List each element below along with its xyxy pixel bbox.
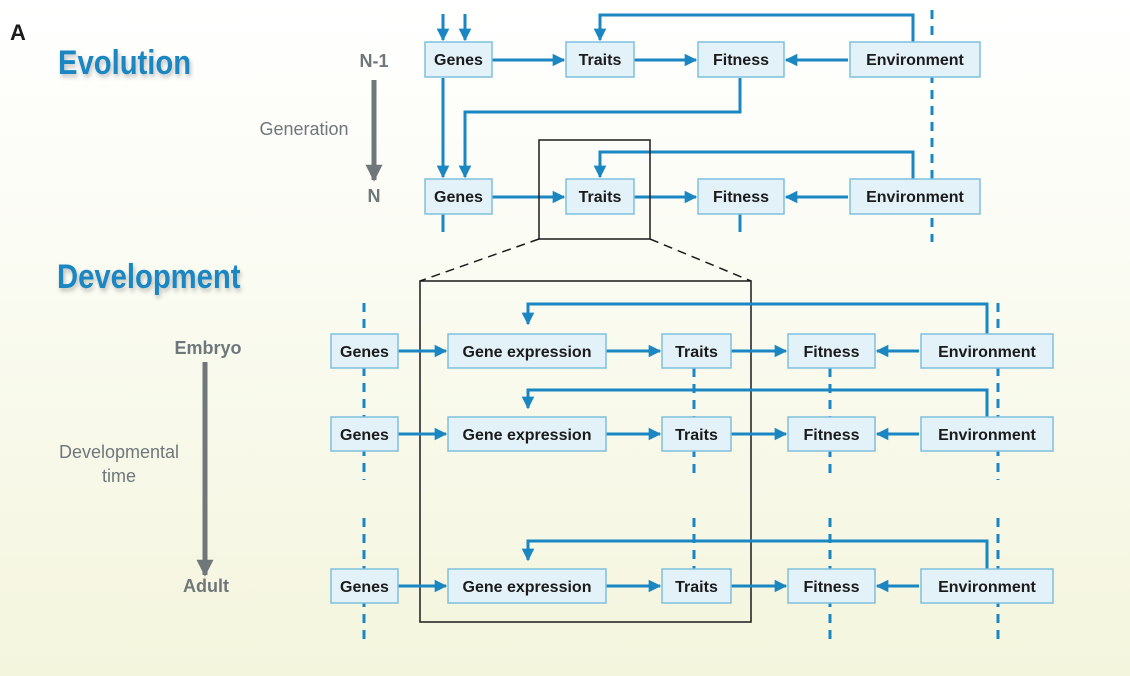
node-genes [424,41,493,78]
node-gene-expression [447,416,607,452]
zoom-target-frame [419,280,752,623]
node-traits [661,333,732,369]
node-traits [565,41,635,78]
node-traits-label: Traits [579,189,622,206]
node-genes-label: Genes [340,579,389,596]
node-environment [920,416,1054,452]
node-fitness [787,333,876,369]
node-environment [920,333,1054,369]
evolution-row-n: Genes Traits Fitness Environment [424,178,981,215]
node-fitness [787,416,876,452]
generation-n-label: N [368,186,381,206]
development-row-adult: Genes Gene expression Traits Fitness Env… [330,539,1054,604]
node-environment [920,568,1054,604]
node-genes [330,416,399,452]
development-title: Development [57,257,241,296]
node-environment-label: Environment [866,189,964,206]
zoom-guide-left [419,238,540,282]
node-genes [330,568,399,604]
node-gene-expression-label: Gene expression [463,579,592,596]
node-gene-expression-label: Gene expression [463,427,592,444]
node-traits [565,178,635,215]
developmental-time-label-line2: time [102,466,136,486]
node-genes-label: Genes [340,427,389,444]
node-traits-label: Traits [675,344,718,361]
node-environment-label: Environment [866,52,964,69]
generation-n-minus-1-label: N-1 [359,51,388,71]
node-traits [661,568,732,604]
node-gene-expression-label: Gene expression [463,344,592,361]
node-traits-label: Traits [675,427,718,444]
node-traits [661,416,732,452]
node-gene-expression [447,333,607,369]
node-fitness-label: Fitness [803,579,859,596]
development-row-middle: Genes Gene expression Traits Fitness Env… [330,388,1054,452]
node-environment-label: Environment [938,579,1036,596]
node-gene-expression [447,568,607,604]
node-genes [424,178,493,215]
node-fitness-label: Fitness [803,427,859,444]
node-genes-label: Genes [340,344,389,361]
node-genes-label: Genes [434,52,483,69]
node-fitness-label: Fitness [713,52,769,69]
node-traits-label: Traits [579,52,622,69]
node-genes [330,333,399,369]
adult-label: Adult [183,576,229,596]
node-environment [849,178,981,215]
node-fitness [697,178,785,215]
development-row-embryo: Genes Gene expression Traits Fitness Env… [330,302,1054,369]
node-environment-label: Environment [938,427,1036,444]
zoom-guide-right [649,238,752,282]
node-environment [849,41,981,78]
developmental-time-label-line1: Developmental [59,442,179,462]
node-fitness [787,568,876,604]
node-fitness [697,41,785,78]
node-traits-label: Traits [675,579,718,596]
node-environment-label: Environment [938,344,1036,361]
node-fitness-label: Fitness [803,344,859,361]
zoom-source-frame [538,139,651,240]
embryo-label: Embryo [174,338,241,358]
generation-axis-label: Generation [259,119,348,139]
node-fitness-label: Fitness [713,189,769,206]
evolution-connectors [436,10,934,242]
panel-label: A [10,20,26,45]
node-genes-label: Genes [434,189,483,206]
evolution-title: Evolution [58,43,191,82]
evolution-row-n-minus-1: Genes Traits Fitness Environment [424,41,981,78]
